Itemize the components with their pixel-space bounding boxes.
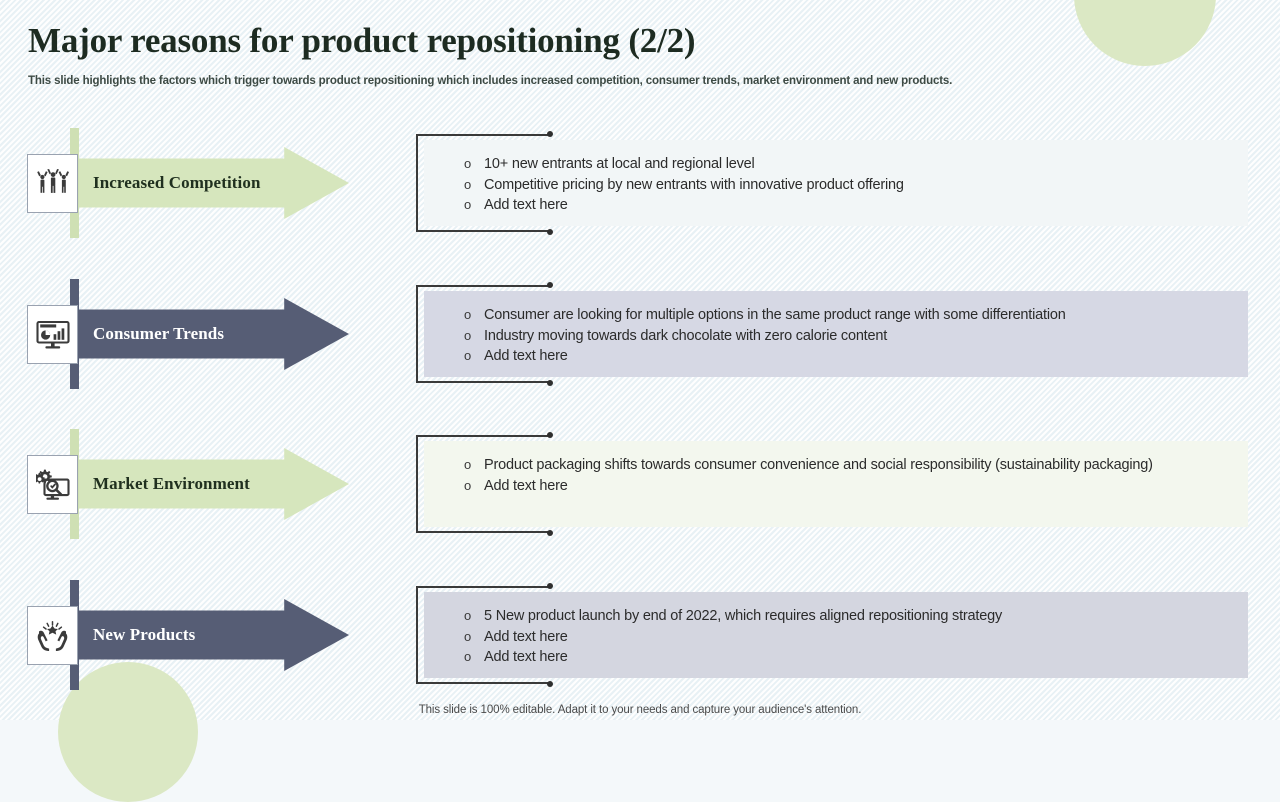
bracket-top-dot [547,583,553,590]
slide-footer-note: This slide is 100% editable. Adapt it to… [418,704,862,716]
bullet-item: o Add text here [464,476,1248,497]
bullet-marker-icon: o [464,457,472,472]
bracket-bottom-line [416,682,550,684]
bracket-top-dot [547,432,553,439]
bullet-text: Competitive pricing by new entrants with… [484,176,904,193]
bullet-marker-icon: o [464,176,472,192]
icon-tile [27,154,78,213]
bullet-marker-icon: o [464,307,472,322]
bullet-marker-icon: o [464,628,472,644]
bracket-top-line [416,586,550,588]
bullet-item: o Consumer are looking for multiple optio… [464,305,1248,326]
bracket-bottom-line [416,531,550,533]
reason-row: Increased Competition o 10+ new entrants a… [0,128,1280,238]
bracket-top-dot [547,282,553,289]
bullet-item: o Competitive pricing by new entrants wit… [464,175,1248,196]
icon-tile [27,305,78,364]
bracket-top-line [416,285,550,287]
reason-label: New Products [93,625,196,644]
reason-detail-box[interactable]: o Consumer are looking for multiple optio… [424,291,1248,377]
slide-header: Major reasons for product repositioning … [28,21,1028,87]
bracket-bottom-dot [547,680,553,687]
reason-detail-box[interactable]: o Product packaging shifts towards consum… [424,441,1248,527]
bullet-text: Add text here [484,197,568,213]
gear-monitor-search-icon [35,469,70,500]
bullet-text: Add text here [484,477,568,494]
decorative-circle-top-right [1074,0,1216,66]
bullet-item: o Add text here [464,195,1248,216]
bullet-marker-icon: o [464,327,472,343]
bullet-text: Consumer are looking for multiple option… [484,307,1066,323]
reason-detail-box[interactable]: o 10+ new entrants at local and regional … [424,140,1248,226]
reason-arrow-banner[interactable]: Increased Competition [79,147,349,219]
reason-row: New Products o 5 New product launch by end… [0,580,1280,690]
reason-label: Market Environment [93,474,250,493]
monitor-analytics-icon [35,320,70,350]
bracket-vertical-line [416,134,418,232]
bullet-text: Industry moving towards dark chocolate w… [484,327,888,344]
bullet-item: o Add text here [464,627,1248,648]
bullet-text: Add text here [484,348,568,364]
bracket-top-line [416,134,550,136]
bullet-item: o Add text here [464,346,1248,367]
bracket-bottom-dot [547,228,553,235]
bullet-marker-icon: o [464,156,472,171]
bullet-item: o 5 New product launch by end of 2022, wh… [464,606,1248,627]
bullet-marker-icon: o [464,649,472,664]
bullet-item: o Product packaging shifts towards consum… [464,455,1248,476]
bullet-item: o Add text here [464,647,1248,668]
reason-row: Consumer Trends o Consumer are looking for… [0,279,1280,389]
page-subtitle: This slide highlights the factors which … [28,74,953,87]
icon-tile [27,455,78,514]
bracket-vertical-line [416,435,418,533]
bracket-bottom-dot [547,529,553,536]
bullet-marker-icon: o [464,348,472,363]
bullet-text: Add text here [484,649,568,665]
reason-label: Consumer Trends [93,324,225,343]
reason-label: Increased Competition [93,173,261,192]
reason-arrow-banner[interactable]: Market Environment [79,448,349,520]
bullet-marker-icon: o [464,608,472,623]
bracket-bottom-line [416,230,550,232]
bullet-text: 5 New product launch by end of 2022, whi… [484,608,1003,624]
bullet-text: Product packaging shifts towards consume… [484,457,1153,473]
reason-arrow-banner[interactable]: New Products [79,599,349,671]
bracket-bottom-line [416,381,550,383]
bracket-top-line [416,435,550,437]
bracket-vertical-line [416,285,418,383]
bullet-marker-icon: o [464,477,472,493]
icon-tile [27,606,78,665]
bracket-top-dot [547,131,553,138]
bracket-vertical-line [416,586,418,684]
bullet-item: o Industry moving towards dark chocolate … [464,326,1248,347]
celebrating-people-icon [35,168,71,199]
bullet-marker-icon: o [464,197,472,212]
bullet-text: 10+ new entrants at local and regional l… [484,156,755,172]
reason-detail-box[interactable]: o 5 New product launch by end of 2022, wh… [424,592,1248,678]
reason-row: Market Environment o Product packaging shi… [0,429,1280,539]
hands-new-product-icon [36,620,69,651]
bullet-item: o 10+ new entrants at local and regional … [464,154,1248,175]
bracket-bottom-dot [547,379,553,386]
page-title: Major reasons for product repositioning … [28,21,696,60]
bullet-text: Add text here [484,628,568,645]
reason-arrow-banner[interactable]: Consumer Trends [79,298,349,370]
